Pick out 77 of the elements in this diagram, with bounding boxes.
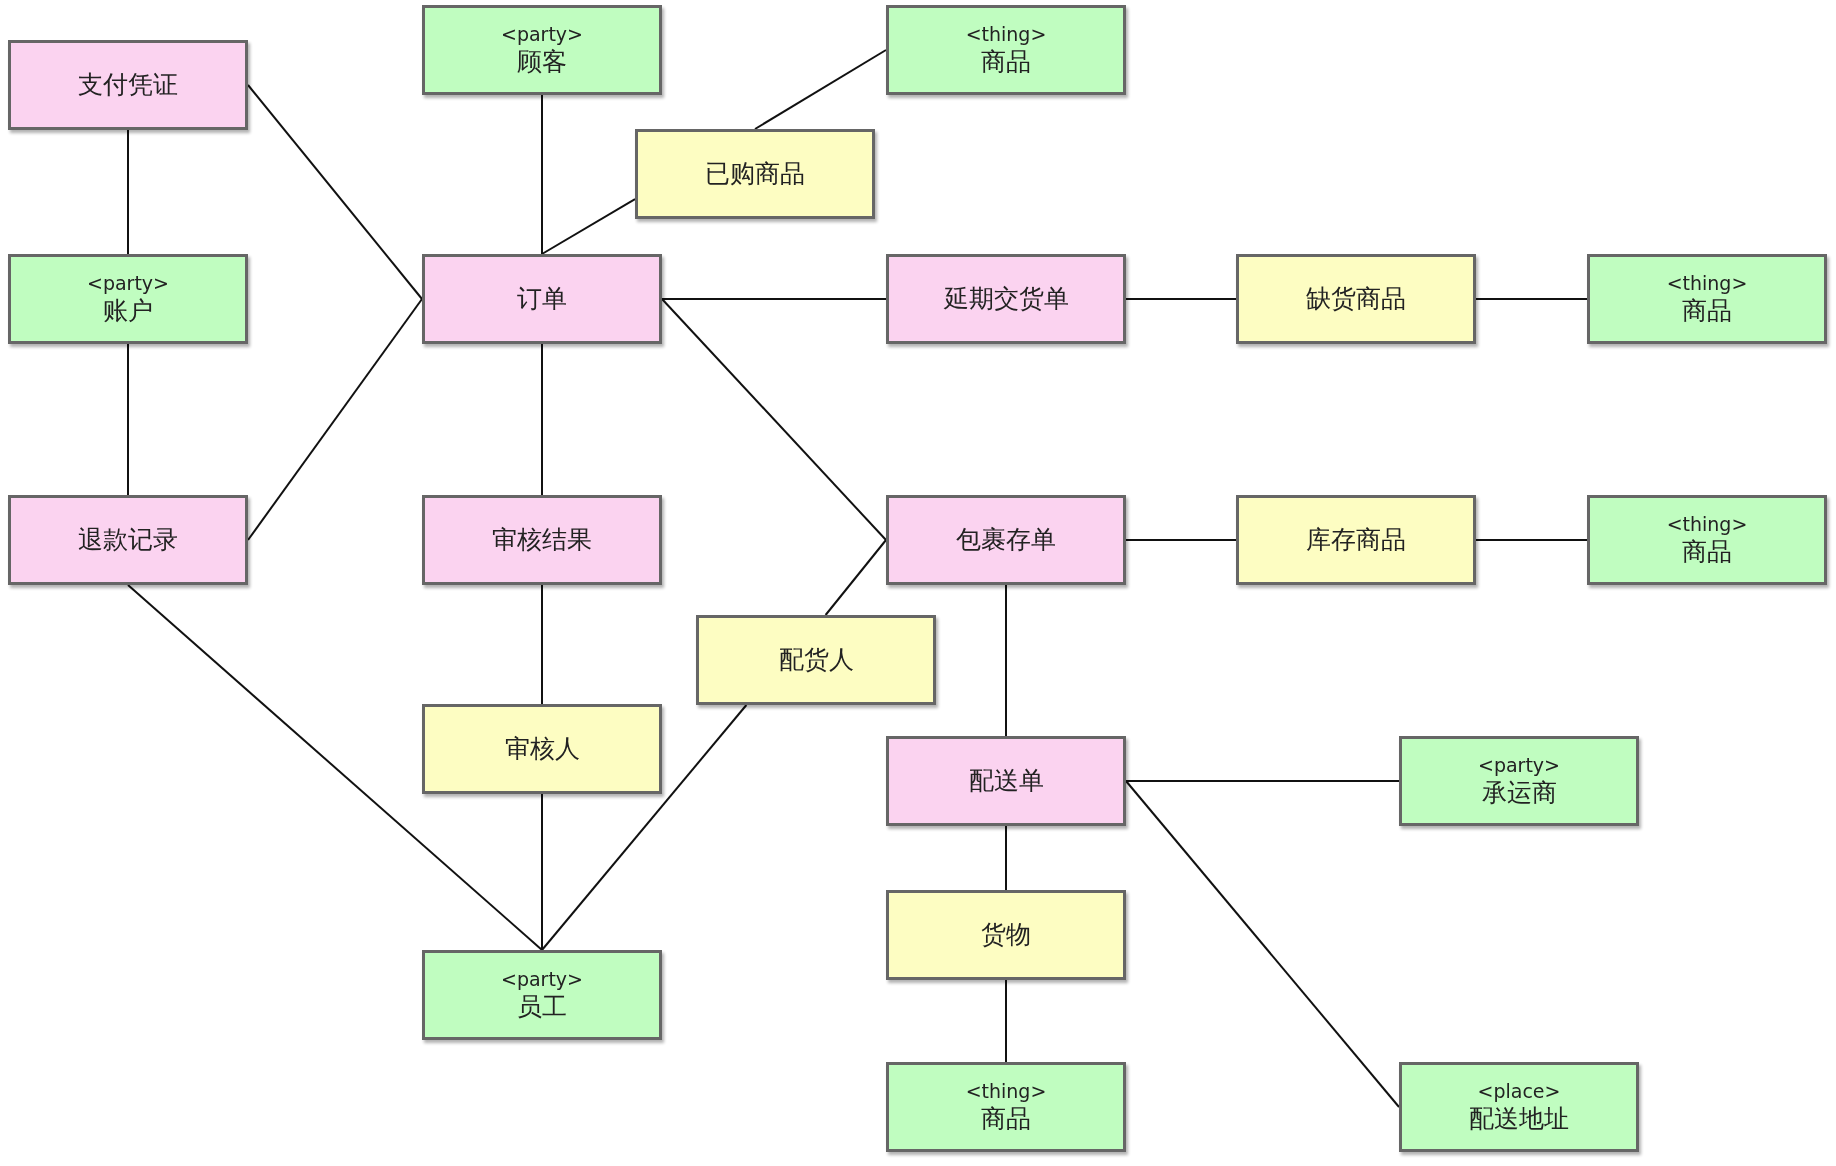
stereotype-label: <thing>: [965, 22, 1047, 46]
entity-name: 货物: [981, 919, 1031, 951]
entity-box: [8, 495, 248, 585]
entity-name: 已购商品: [705, 158, 805, 190]
connector-line: [754, 49, 887, 130]
connector-line: [824, 539, 887, 616]
connector-line: [247, 298, 423, 541]
entity-name: 退款记录: [78, 524, 178, 556]
entity-name: 订单: [517, 283, 567, 315]
entity-box: [1587, 254, 1827, 344]
entity-box: [696, 615, 936, 705]
stereotype-label: <party>: [500, 967, 584, 991]
connector-line: [661, 298, 887, 300]
entity-box: [886, 5, 1126, 95]
entity-box: [886, 495, 1126, 585]
entity-box: [422, 5, 662, 95]
entity-name: 商品: [981, 46, 1031, 78]
entity-box: [1587, 495, 1827, 585]
connector-line: [661, 298, 887, 541]
entity-name: 缺货商品: [1306, 283, 1406, 315]
connector-line: [1475, 298, 1588, 300]
entity-name: 支付凭证: [78, 69, 178, 101]
connector-line: [247, 84, 423, 300]
entity-box: [1236, 254, 1476, 344]
stereotype-label: <place>: [1477, 1079, 1561, 1103]
connector-line: [1475, 539, 1588, 541]
entity-name: 承运商: [1481, 777, 1557, 809]
entity-name: 商品: [1682, 295, 1732, 327]
connector-line: [127, 129, 129, 255]
connector-line: [1005, 979, 1007, 1063]
entity-box: [1236, 495, 1476, 585]
entity-name: 库存商品: [1306, 524, 1406, 556]
connector-line: [541, 343, 543, 496]
entity-name: 审核结果: [492, 524, 592, 556]
connector-line: [1125, 780, 1400, 1108]
entity-name: 商品: [981, 1103, 1031, 1135]
connector-line: [541, 793, 543, 951]
entity-name: 配送地址: [1469, 1103, 1569, 1135]
entity-name: 账户: [103, 295, 153, 327]
entity-box: [886, 890, 1126, 980]
entity-box: [422, 254, 662, 344]
connector-line: [1005, 584, 1007, 737]
entity-box: [422, 704, 662, 794]
connector-line: [127, 343, 129, 496]
stereotype-label: <thing>: [1666, 271, 1748, 295]
connector-line: [1125, 539, 1237, 541]
entity-box: [422, 950, 662, 1040]
stereotype-label: <thing>: [1666, 512, 1748, 536]
stereotype-label: <party>: [500, 22, 584, 46]
stereotype-label: <party>: [1477, 753, 1561, 777]
entity-box: [886, 736, 1126, 826]
connector-line: [541, 704, 748, 951]
entity-box: [635, 129, 875, 219]
entity-name: 配送单: [968, 765, 1044, 797]
entity-name: 员工: [517, 991, 567, 1023]
connector-line: [541, 584, 543, 705]
entity-box: [886, 254, 1126, 344]
entity-box: [1399, 1062, 1639, 1152]
entity-name: 延期交货单: [943, 283, 1069, 315]
entity-box: [422, 495, 662, 585]
stereotype-label: <thing>: [965, 1079, 1047, 1103]
entity-name: 配货人: [778, 644, 854, 676]
entity-box: [8, 40, 248, 130]
entity-name: 顾客: [517, 46, 567, 78]
connector-line: [127, 584, 543, 951]
connector-line: [1125, 298, 1237, 300]
stereotype-label: <party>: [86, 271, 170, 295]
entity-box: [8, 254, 248, 344]
entity-name: 包裹存单: [956, 524, 1056, 556]
connector-line: [541, 94, 543, 255]
connector-line: [1005, 825, 1007, 891]
entity-box: [1399, 736, 1639, 826]
connector-line: [1125, 780, 1400, 782]
entity-name: 商品: [1682, 536, 1732, 568]
entity-box: [886, 1062, 1126, 1152]
entity-name: 审核人: [504, 733, 580, 765]
connector-line: [541, 198, 636, 255]
